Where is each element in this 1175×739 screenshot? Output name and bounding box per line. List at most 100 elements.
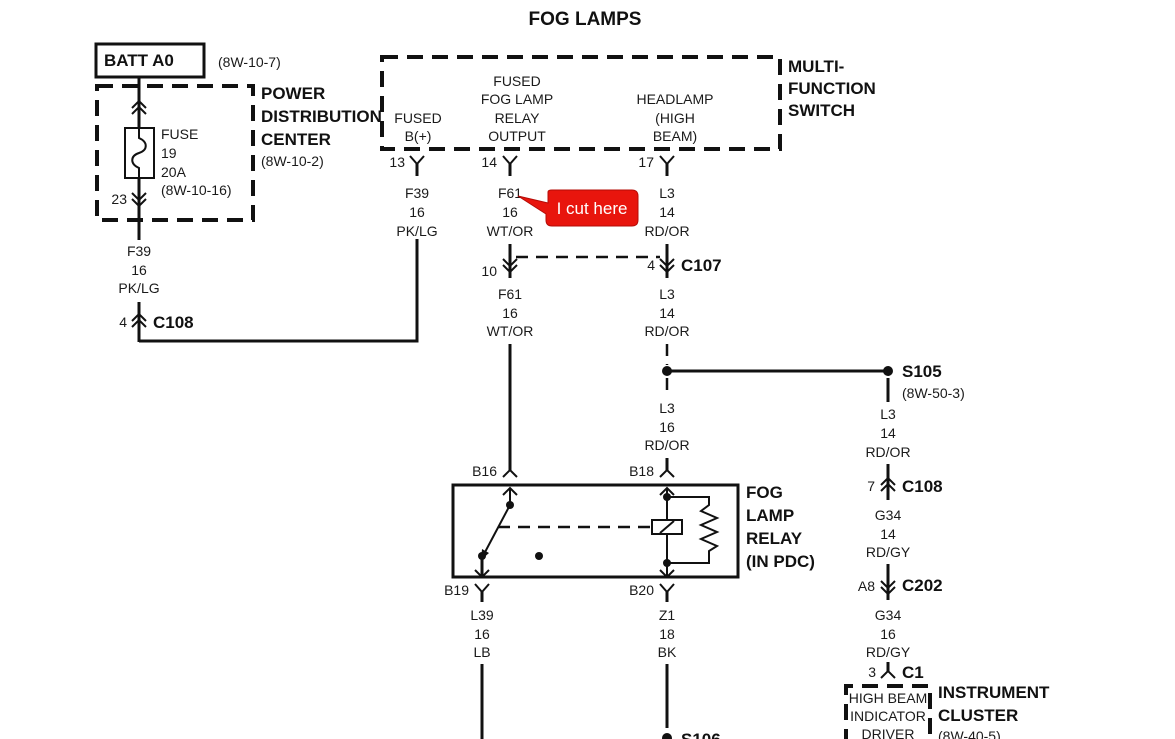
c107-pin-right: 4 [647,257,655,273]
mfs-name-line-1: MULTI- [788,57,844,76]
s105-splice-dot [883,366,893,376]
wire-label-color: RD/OR [865,444,910,460]
cluster-inner-line-1: HIGH BEAM [849,690,928,706]
relay-name-line-3: RELAY [746,529,803,548]
fuse-icon [124,127,155,179]
cluster-name-line-1: INSTRUMENT [938,683,1050,702]
pdc-name-line-3: CENTER [261,130,331,149]
pdc-input-connector-icon [131,99,147,115]
cluster-ref: (8W-40-5) [938,728,1001,739]
relay-pin-b16-icon [502,468,518,478]
c108-left-connector-icon [131,312,147,328]
mfs-pin-17: 17 [638,154,654,170]
pdc-ref: (8W-10-2) [261,153,324,169]
fuse-line-3: 20A [161,164,187,180]
diagram-title: FOG LAMPS [529,9,642,30]
pdc-pin-number: 23 [111,191,127,207]
wire-label-color: WT/OR [487,223,534,239]
c107-left-connector-icon [502,258,518,274]
wire-label-circuit: Z1 [659,607,676,623]
wire-label-gauge: 16 [502,204,518,220]
mfs-pin-17-icon [659,155,675,176]
c1-connector-icon [880,669,896,679]
cluster-name-line-2: CLUSTER [938,706,1018,725]
wire-label-gauge: 18 [659,626,675,642]
mfs-name-line-2: FUNCTION [788,79,876,98]
mfs-pin-14: 14 [481,154,497,170]
c107-right-connector-icon [659,258,675,274]
batt-ref: (8W-10-7) [218,54,281,70]
mfs-terminal-14-label-2: FOG LAMP [481,91,553,107]
c108-right-pin: 7 [867,478,875,494]
relay-name-line-1: FOG [746,483,783,502]
fuse-line-1: FUSE [161,126,198,142]
fuse-line-2: 19 [161,145,177,161]
wire-label-gauge: 16 [409,204,425,220]
batt-label: BATT A0 [104,51,174,70]
c107-pin-left: 10 [481,263,497,279]
s106-name: S106 [681,730,721,739]
mfs-box [380,55,782,151]
mfs-name-line-3: SWITCH [788,101,855,120]
wire-label-color: RD/GY [866,544,911,560]
wire-label-color: PK/LG [118,280,159,296]
s105-name: S105 [902,362,942,381]
mfs-terminal-14-label-4: OUTPUT [488,128,546,144]
wire-label-gauge: 16 [474,626,490,642]
wire-label-gauge: 16 [880,626,896,642]
wire-label-circuit: F39 [405,185,429,201]
mfs-terminal-14-label-3: RELAY [495,110,541,126]
mfs-terminal-13-label-2: B(+) [405,128,432,144]
cut-here-callout: I cut here [517,189,639,227]
wire-label-circuit: L3 [659,286,675,302]
wire-label-gauge: 14 [880,425,896,441]
relay-pin-b16: B16 [472,463,497,479]
c202-name: C202 [902,576,943,595]
c107-name: C107 [681,256,722,275]
mfs-pin-13: 13 [389,154,405,170]
relay-name-line-2: LAMP [746,506,794,525]
relay-pin-b19: B19 [444,582,469,598]
c108-left-name: C108 [153,313,194,332]
wire-label-gauge: 16 [502,305,518,321]
wire-label-circuit: F39 [127,243,151,259]
wire-label-circuit: L3 [659,400,675,416]
relay-pin-b20-icon [659,583,675,602]
c202-pin: A8 [858,578,875,594]
wire-label-circuit: G34 [875,607,902,623]
wire-label-color: BK [658,644,677,660]
wire-label-gauge: 14 [659,204,675,220]
wire-label-circuit: L3 [880,406,896,422]
wire-label-color: WT/OR [487,323,534,339]
batt-box [94,42,206,79]
wire-label-color: RD/OR [644,323,689,339]
mfs-pin-13-icon [409,155,425,176]
wire-label-color: RD/GY [866,644,911,660]
pdc-name-line-1: POWER [261,84,325,103]
mfs-terminal-17-label-1: HEADLAMP [636,91,713,107]
callout-text: I cut here [557,199,628,218]
mfs-terminal-14-label-1: FUSED [493,73,540,89]
c108-right-connector-icon [880,476,896,492]
cluster-inner-line-2: INDICATOR [850,708,926,724]
wire-label-gauge: 16 [659,419,675,435]
wire-label-color: RD/OR [644,437,689,453]
wire-label-circuit: F61 [498,185,522,201]
s105-ref: (8W-50-3) [902,385,965,401]
cluster-inner-line-3: DRIVER [862,726,915,739]
mfs-terminal-13-label-1: FUSED [394,110,441,126]
c1-pin: 3 [868,664,876,680]
relay-pin-b20: B20 [629,582,654,598]
s106-splice-dot [662,733,672,739]
c202-connector-icon [880,580,896,596]
wire-label-color: LB [473,644,490,660]
mfs-pin-14-icon [502,155,518,176]
wire-label-circuit: L3 [659,185,675,201]
relay-switch-icon [474,486,652,579]
wire-label-color: RD/OR [644,223,689,239]
c108-left-pin: 4 [119,314,127,330]
relay-box [451,483,740,579]
mfs-terminal-17-label-3: BEAM) [653,128,697,144]
relay-pin-b19-icon [474,583,490,602]
